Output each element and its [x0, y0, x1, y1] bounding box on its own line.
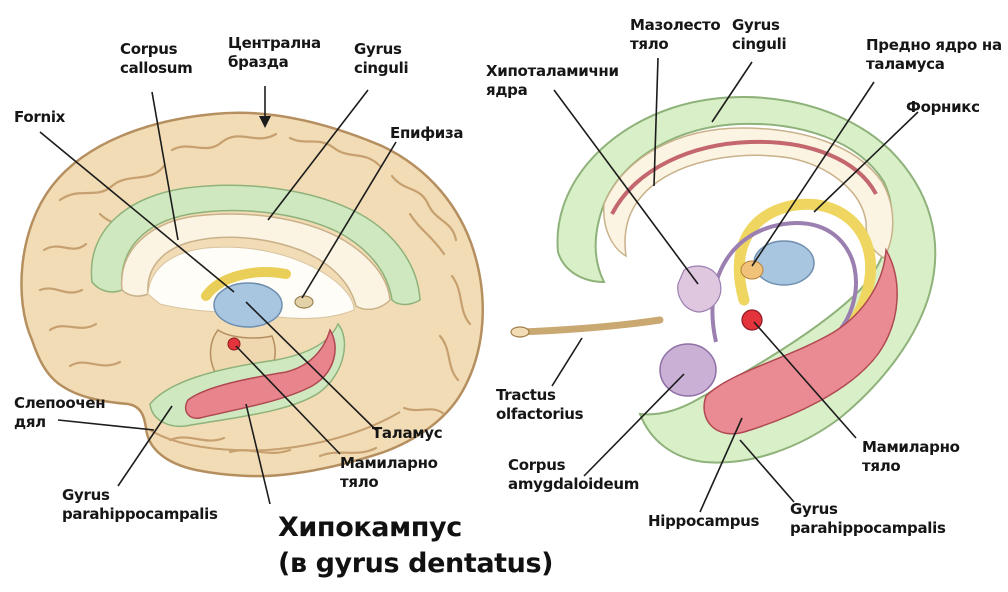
right-amygdala [660, 344, 716, 396]
label-corpus-callosum-left: Corpus callosum [120, 40, 192, 78]
label-anterior-thalamic-nucleus: Предно ядро на таламуса [866, 36, 1002, 74]
label-corpus-callosum-right: Мазолесто тяло [630, 16, 720, 54]
label-mammillary-body-left: Мамиларно тяло [340, 454, 438, 492]
left-epiphysis [295, 296, 313, 308]
label-gyrus-cinguli-right: Gyrus cinguli [732, 16, 786, 54]
right-olfactory-tract [520, 320, 660, 332]
label-fornix-left: Fornix [14, 108, 65, 127]
label-central-sulcus: Централна бразда [228, 34, 321, 72]
label-epiphysis: Епифиза [390, 124, 463, 143]
label-gyrus-cinguli-left: Gyrus cinguli [354, 40, 408, 78]
label-occipital-lobe: Слепоочен дял [14, 394, 105, 432]
label-hypothalamic-nuclei: Хипоталамични ядра [486, 62, 619, 100]
label-corpus-amygdaloideum: Corpus amygdaloideum [508, 456, 639, 494]
right-anterior-thalamic-nucleus [741, 261, 763, 279]
leader-tractus-olfactorius [552, 338, 582, 386]
label-thalamus-left: Таламус [372, 424, 442, 443]
label-tractus-olfactorius: Tractus olfactorius [496, 386, 583, 424]
label-mammillary-body-right: Мамиларно тяло [862, 438, 960, 476]
right-hypothalamic-nuclei [678, 266, 721, 312]
right-olfactory-bulb [511, 327, 529, 337]
label-fornix-right: Форникс [906, 98, 980, 117]
label-hippocampus-right: Hippocampus [648, 512, 759, 531]
label-hippocampus-main: Хипокампус (в gyrus dentatus) [278, 510, 553, 582]
label-gyrus-parahippocampalis-right: Gyrus parahippocampalis [790, 500, 946, 538]
label-gyrus-parahippocampalis-left: Gyrus parahippocampalis [62, 486, 218, 524]
right-thalamus [754, 241, 814, 285]
